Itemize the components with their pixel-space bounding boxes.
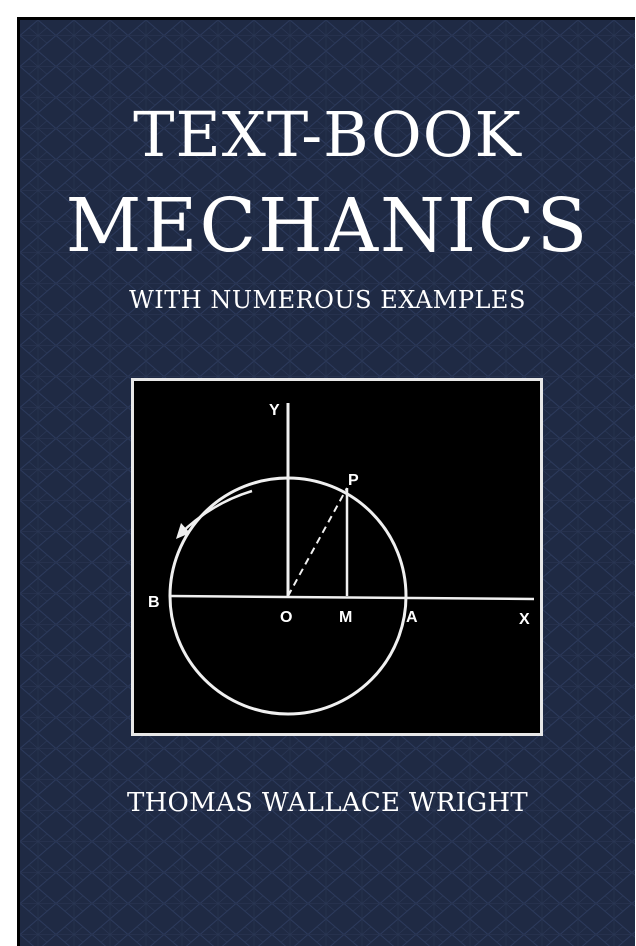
author-name: THOMAS WALLACE WRIGHT (126, 788, 529, 818)
circle-rotation-diagram: Y P B O M A X (148, 402, 535, 716)
label-p: P (348, 472, 359, 489)
x-axis (169, 594, 535, 601)
subtitle: WITH NUMEROUS EXAMPLES (129, 286, 526, 314)
title-line-2: MECHANICS (65, 183, 590, 269)
label-a: A (406, 609, 418, 626)
label-x: X (519, 611, 530, 628)
rotation-arrow (179, 489, 253, 535)
title-line-1: TEXT-BOOK (133, 98, 522, 171)
rotation-arrowhead (176, 523, 190, 539)
label-m: M (339, 609, 352, 626)
label-y: Y (269, 402, 280, 419)
label-b: B (148, 594, 160, 611)
book-cover: TEXT-BOOK MECHANICS WITH NUMEROUS EXAMPL… (17, 17, 635, 946)
diagram-panel: Y P B O M A X (131, 378, 543, 736)
op-dashed-line (287, 487, 348, 597)
label-o: O (280, 609, 292, 626)
